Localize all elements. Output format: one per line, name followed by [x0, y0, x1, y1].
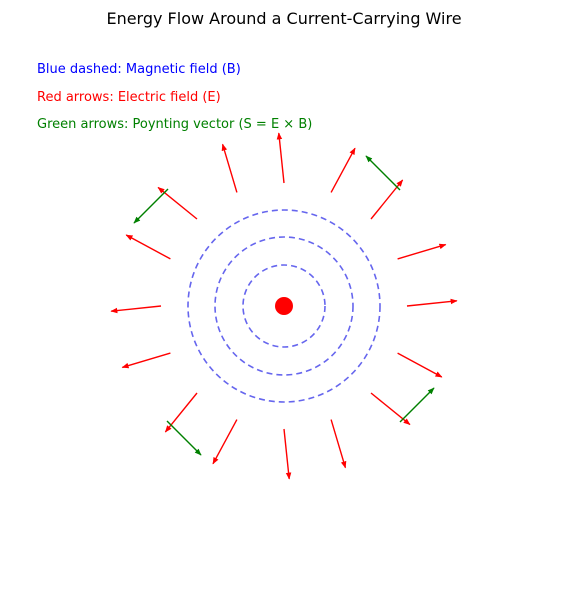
- electric-field-arrow: [397, 243, 447, 260]
- electric-field-arrow: [406, 298, 458, 307]
- legend-magnetic-field: Blue dashed: Magnetic field (B): [37, 62, 241, 77]
- electric-field-arrow: [283, 428, 292, 480]
- electric-field-arrow: [212, 419, 238, 465]
- poynting-vector-arrow: [365, 155, 401, 191]
- magnetic-field-loop: [214, 236, 354, 376]
- poynting-vector-arrow: [399, 387, 435, 423]
- electric-field-arrow: [370, 179, 404, 220]
- magnetic-field-loop: [187, 209, 381, 403]
- magnetic-field-loops: [187, 209, 381, 403]
- poynting-vector-arrow: [166, 420, 202, 456]
- electric-field-arrow: [370, 392, 411, 426]
- legend-poynting-vector: Green arrows: Poynting vector (S = E × B…: [37, 117, 312, 132]
- electric-field-arrow: [330, 147, 356, 193]
- legend-electric-field: Red arrows: Electric field (E): [37, 90, 221, 105]
- legend: Blue dashed: Magnetic field (B) Red arro…: [37, 62, 312, 132]
- wire-cross-section: [275, 297, 293, 315]
- diagram-title: Energy Flow Around a Current-Carrying Wi…: [106, 9, 461, 28]
- electric-field-arrow: [276, 132, 285, 184]
- electric-field-arrow: [121, 352, 171, 369]
- electric-field-arrow: [110, 305, 162, 314]
- electric-field-arrow: [221, 143, 238, 193]
- poynting-vector-arrow: [133, 188, 169, 224]
- electric-field-arrow: [125, 234, 171, 260]
- electric-field-arrow: [397, 352, 443, 378]
- poynting-vector-arrows: [133, 155, 435, 456]
- magnetic-field-loop: [242, 264, 326, 348]
- electric-field-arrow: [330, 419, 347, 469]
- electric-field-arrow: [164, 392, 198, 433]
